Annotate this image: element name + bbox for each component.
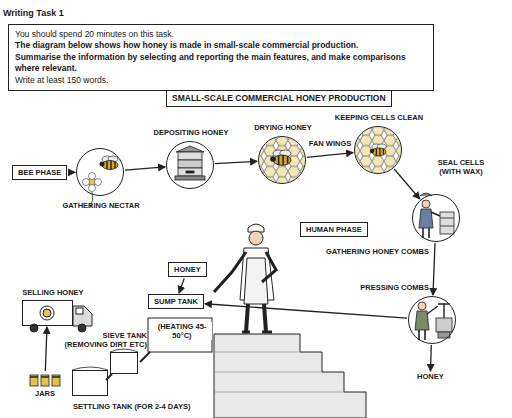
node-text: HUMAN PHASE: [306, 225, 362, 234]
label-box: HONEY: [168, 262, 207, 277]
output-text: HONEY: [417, 372, 444, 381]
flow-arrow: [45, 327, 47, 371]
flow-arrow: [179, 278, 184, 293]
step-circle: PRESSING COMBS: [408, 296, 456, 344]
node-text: GATHERING HONEY COMBS: [319, 247, 429, 256]
node-text: HONEY: [174, 265, 201, 274]
flow-arrow: [394, 169, 420, 199]
flow-arrow: [307, 153, 353, 158]
phase-box: BEE PHASE: [12, 165, 67, 180]
node-text: SMALL-SCALE COMMERCIAL HONEY PRODUCTION: [172, 93, 386, 104]
node-text: GATHERING NECTAR: [56, 201, 146, 210]
flow-arrow: [433, 243, 435, 295]
node-text: SETTLING TANK (FOR 2-4 DAYS): [73, 402, 213, 411]
node-text: You should spend 20 minutes on this task…: [15, 29, 427, 40]
flow-arrow: [68, 172, 75, 173]
tank-shape: SIEVE TANK (REMOVING DIRT ETC): [110, 352, 138, 374]
truck-shape: SELLING HONEY: [22, 300, 73, 326]
node-text: SUMP TANK: [154, 297, 198, 306]
node-text: The diagram below shows how honey is mad…: [15, 40, 427, 51]
edge-label: SEAL CELLS (WITH WAX): [428, 158, 494, 176]
node-text: DRYING HONEY: [238, 123, 328, 132]
phase-box: HUMAN PHASE: [300, 222, 368, 237]
flow-arrow: [125, 167, 165, 170]
node-text: KEEPING CELLS CLEAN: [331, 113, 427, 122]
title-box: SMALL-SCALE COMMERCIAL HONEY PRODUCTION: [166, 90, 392, 107]
flow-arrow: [205, 304, 407, 318]
jars-group: JARS: [28, 372, 62, 388]
step-circle: GATHERING NECTAR: [76, 148, 124, 196]
step-circle: DEPOSITING HONEY: [166, 141, 214, 189]
node-text: Summarise the information by selecting a…: [15, 52, 427, 75]
node-text: SELLING HONEY: [13, 288, 93, 297]
node-text: Write at least 150 words.: [15, 75, 427, 86]
node-text: HONEY: [417, 372, 444, 381]
tank-shape: SETTLING TANK (FOR 2-4 DAYS): [72, 370, 108, 396]
node-text: JARS: [28, 389, 62, 398]
flow-arrow: [430, 345, 432, 371]
step-circle: DRYING HONEY: [258, 136, 306, 184]
node-text: PRESSING COMBS: [349, 283, 429, 292]
node-text: DEPOSITING HONEY: [146, 128, 236, 137]
tank-box: SUMP TANK: [148, 294, 204, 309]
note-label: (HEATING 45-50°C): [152, 322, 212, 340]
flow-arrow: [215, 161, 257, 163]
step-circle: GATHERING HONEY COMBS: [412, 194, 460, 242]
node-text: BEE PHASE: [18, 168, 61, 177]
instruction-box: Writing Task 1You should spend 20 minute…: [8, 24, 434, 91]
node-text: SIEVE TANK (REMOVING DIRT ETC): [59, 331, 147, 350]
node-text: Writing Task 1: [3, 7, 123, 19]
edge-label: FAN WINGS: [306, 139, 354, 148]
step-circle: KEEPING CELLS CLEAN: [354, 126, 402, 174]
